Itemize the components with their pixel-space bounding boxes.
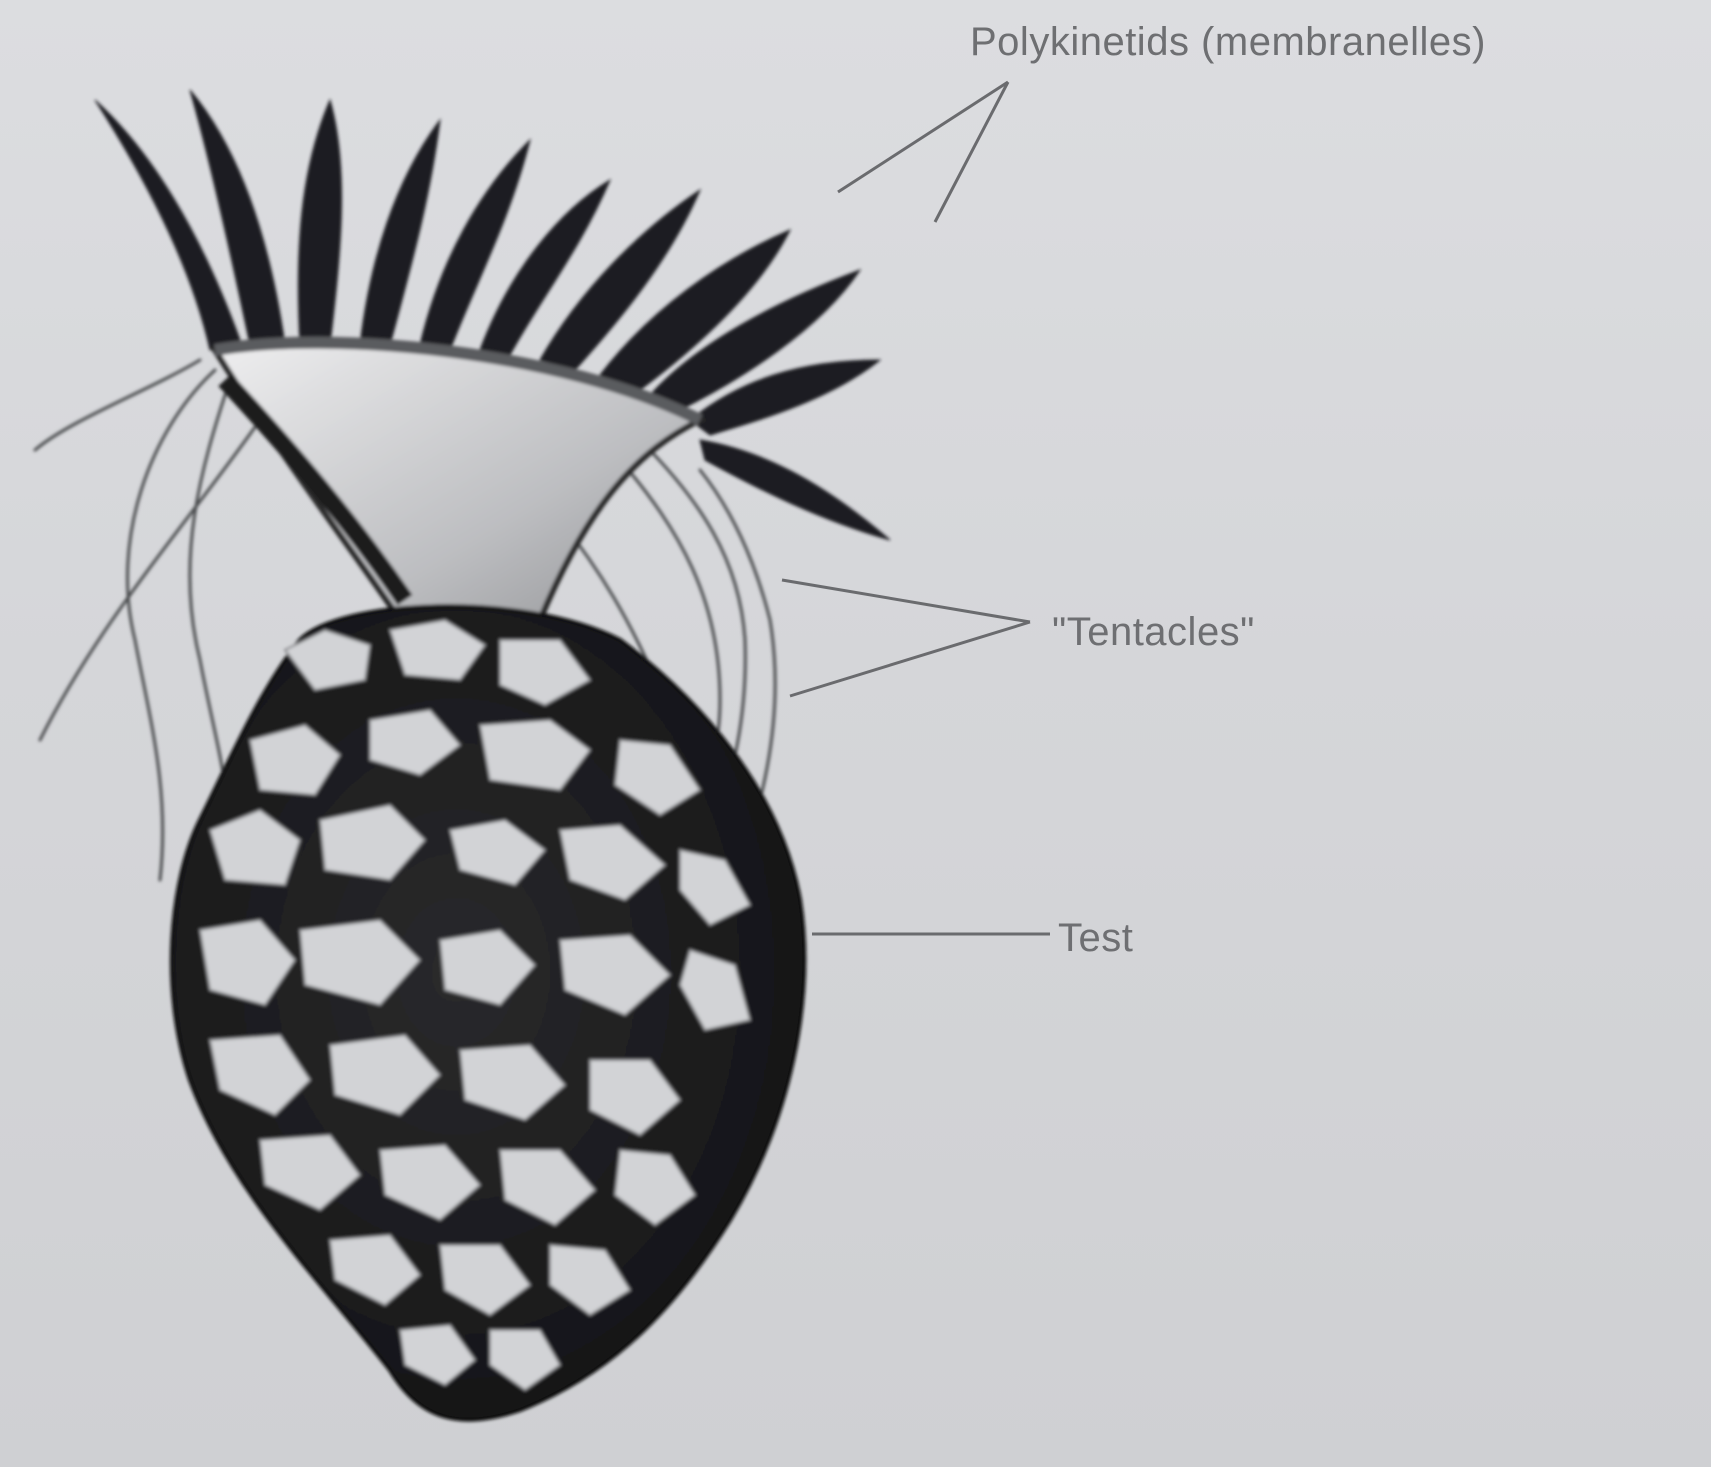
- leader-line-polykinetids-b: [935, 82, 1008, 222]
- membranelle: [360, 120, 440, 345]
- leader-line-polykinetids-a: [838, 82, 1008, 192]
- membranelle: [700, 440, 890, 540]
- leader-line-tentacles-a: [782, 580, 1030, 622]
- test-group: [172, 606, 804, 1420]
- tentacle: [35, 360, 200, 450]
- membranelle: [298, 100, 341, 345]
- collar-group: [215, 343, 700, 635]
- leader-line-tentacles-b: [790, 622, 1030, 696]
- tentacle: [127, 370, 215, 880]
- label-tentacles: "Tentacles": [1052, 612, 1255, 652]
- label-polykinetids: Polykinetids (membranelles): [970, 22, 1486, 62]
- label-test: Test: [1058, 918, 1133, 958]
